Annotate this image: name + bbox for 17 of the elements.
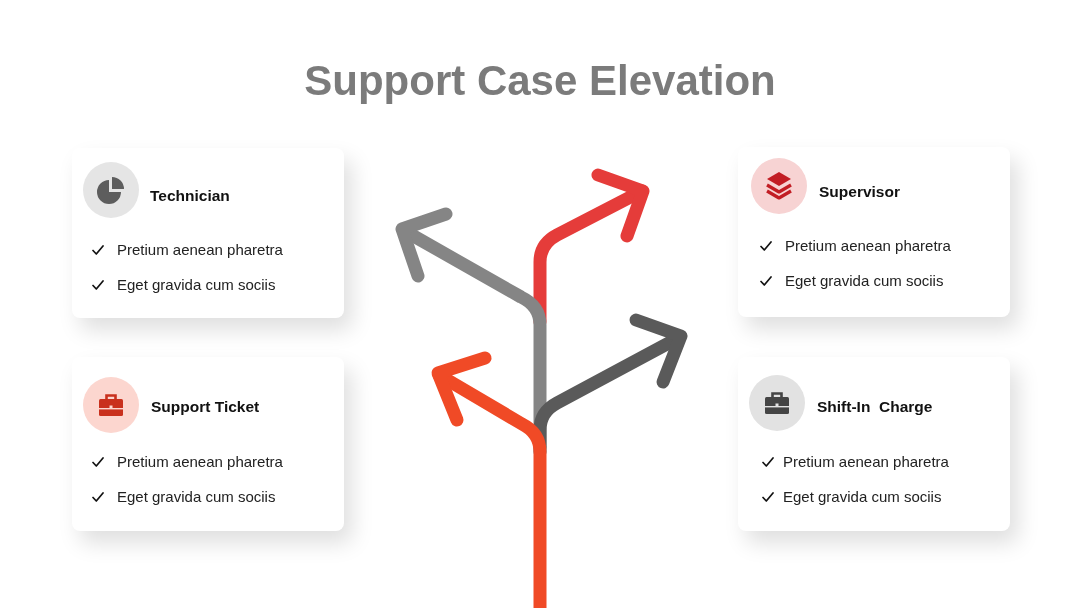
bullet-text: Pretium aenean pharetra [785, 236, 951, 256]
slide-title: Support Case Elevation [304, 56, 776, 106]
bullet-text: Eget gravida cum sociis [117, 487, 276, 507]
bullet-text: Pretium aenean pharetra [783, 452, 949, 472]
info-card [738, 147, 1010, 317]
bullet-text: Eget gravida cum sociis [785, 271, 944, 291]
card-heading: Shift-In Charge [817, 397, 933, 417]
card-heading: Support Ticket [151, 397, 260, 417]
bullet-text: Eget gravida cum sociis [117, 275, 276, 295]
info-card [72, 148, 344, 318]
info-card [738, 357, 1010, 531]
bullet-text: Pretium aenean pharetra [117, 452, 283, 472]
bullet-text: Eget gravida cum sociis [783, 487, 942, 507]
info-card [72, 357, 344, 531]
bullet-text: Pretium aenean pharetra [117, 240, 283, 260]
card-heading: Technician [150, 186, 230, 206]
card-heading: Supervisor [819, 182, 900, 202]
